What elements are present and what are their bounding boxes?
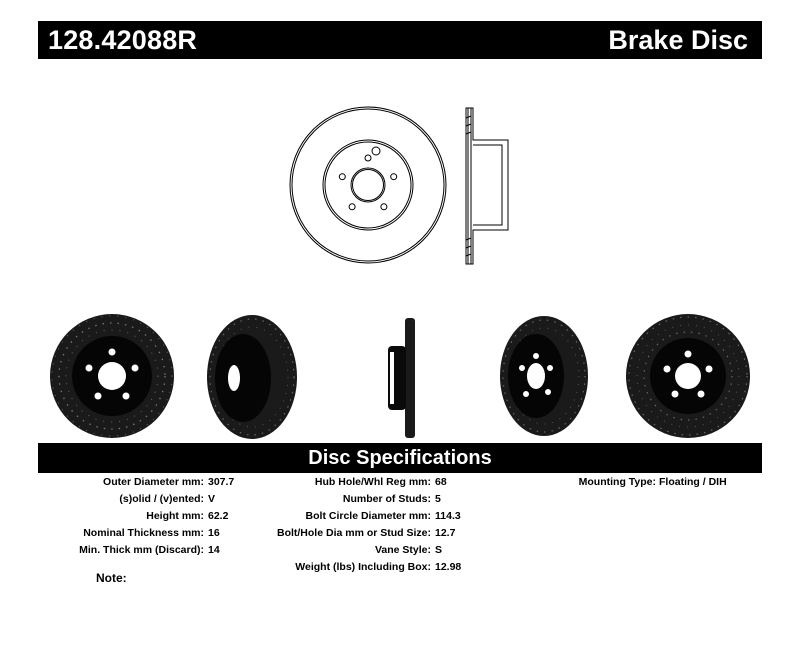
spec-row: Mounting Type:Floating / DIH (560, 474, 760, 491)
spec-column-3: Mounting Type:Floating / DIH (560, 474, 760, 491)
spec-value: 12.7 (435, 527, 456, 539)
spec-label: Hub Hole/Whl Reg mm: (314, 476, 431, 488)
photo-disc-rear (626, 314, 750, 438)
spec-value: 307.7 (208, 476, 235, 488)
spec-label: Number of Studs: (342, 493, 431, 505)
spec-row: Height mm: 62.2 (40, 508, 240, 525)
spec-label: Nominal Thickness mm: (83, 527, 204, 539)
spec-value: 12.98 (435, 561, 462, 573)
spec-value: 5 (435, 493, 441, 505)
spec-label: Weight (lbs) Including Box: (295, 561, 431, 573)
spec-value: 68 (435, 476, 447, 488)
spec-label: Height mm: (146, 510, 204, 522)
disc-product-photos (50, 314, 750, 439)
spec-row: Vane Style: S (260, 542, 480, 559)
spec-value: 62.2 (208, 510, 229, 522)
spec-label: Bolt/Hole Dia mm or Stud Size: (276, 527, 431, 539)
header-bar: 128.42088R Brake Disc (38, 21, 762, 59)
spec-row: Min. Thick mm (Discard): 14 (40, 542, 240, 559)
spec-row: Outer Diameter mm: 307.7 (40, 474, 240, 491)
spec-section-bar: Disc Specifications (38, 443, 762, 473)
photo-disc-angled-right (500, 316, 588, 436)
spec-column-2: Hub Hole/Whl Reg mm: 68 Number of Studs: 5… (260, 474, 480, 576)
spec-label: Outer Diameter mm: (103, 476, 204, 488)
spec-label: Mounting Type: (578, 476, 656, 488)
spec-row: Nominal Thickness mm: 16 (40, 525, 240, 542)
spec-value: Floating / DIH (659, 476, 727, 488)
product-category: Brake Disc (608, 25, 748, 55)
spec-row: Hub Hole/Whl Reg mm: 68 (260, 474, 480, 491)
spec-row: Weight (lbs) Including Box: 12.98 (260, 559, 480, 576)
spec-row: Bolt Circle Diameter mm: 114.3 (260, 508, 480, 525)
part-number: 128.42088R (48, 25, 198, 55)
disc-side-profile (465, 107, 509, 265)
disc-technical-drawing (289, 106, 509, 265)
spec-row: (s)olid / (v)ented: V (40, 491, 240, 508)
spec-label: (s)olid / (v)ented: (119, 493, 204, 505)
spec-label: Vane Style: (374, 544, 431, 556)
spec-section-title: Disc Specifications (308, 447, 492, 469)
disc-front-view (289, 106, 447, 264)
photo-disc-front (50, 314, 174, 438)
spec-value: V (208, 493, 216, 505)
note-label: Note: (96, 571, 127, 585)
spec-column-1: Outer Diameter mm: 307.7 (s)olid / (v)ent… (40, 474, 240, 559)
spec-value: 114.3 (435, 510, 461, 522)
spec-value: S (435, 544, 443, 556)
spec-row: Number of Studs: 5 (260, 491, 480, 508)
spec-label: Bolt Circle Diameter mm: (305, 510, 431, 522)
photo-disc-angled-left (207, 315, 297, 439)
spec-value: 14 (208, 544, 220, 556)
spec-row: Bolt/Hole Dia mm or Stud Size: 12.7 (260, 525, 480, 542)
spec-value: 16 (208, 527, 220, 539)
photo-disc-side (388, 318, 415, 438)
spec-label: Min. Thick mm (Discard): (79, 544, 204, 556)
